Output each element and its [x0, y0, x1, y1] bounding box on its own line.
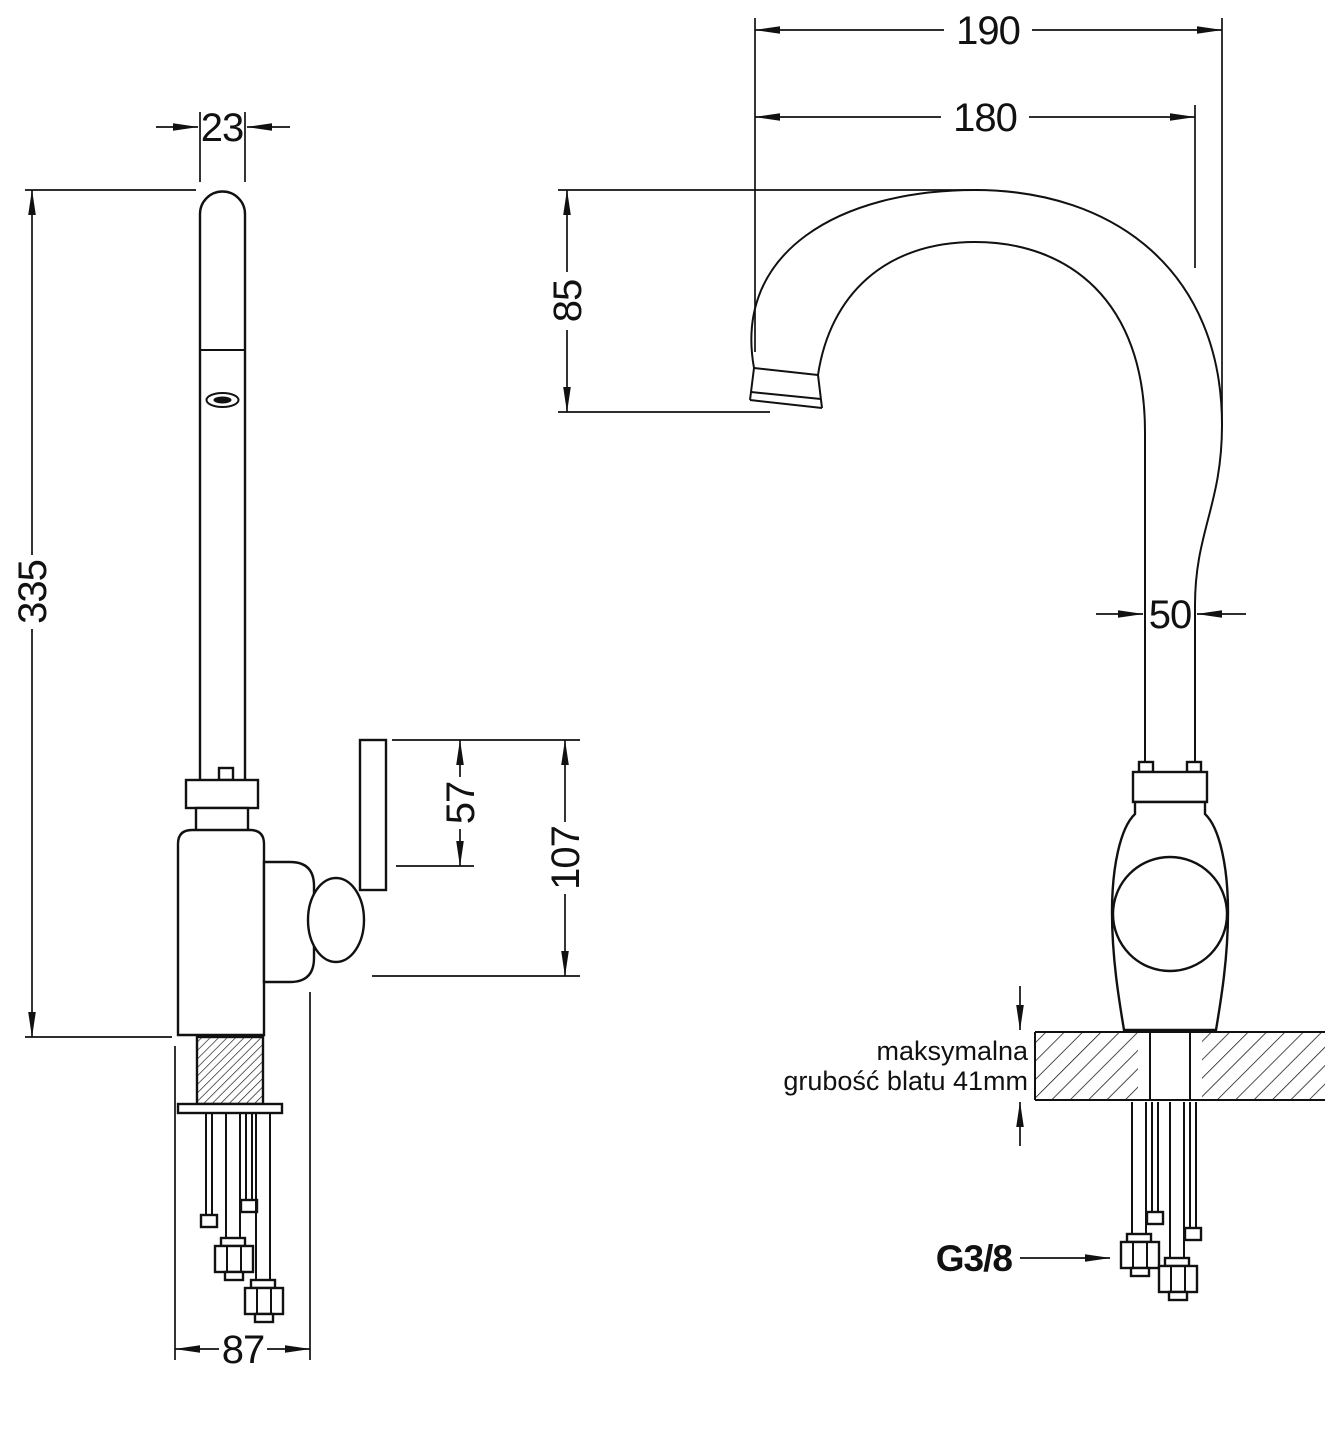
side-handle-housing [262, 860, 316, 984]
countertop: maksymalna grubość blatu 41mm [783, 986, 1325, 1146]
side-spout-pipe [198, 190, 247, 780]
dim-85: 85 [546, 189, 980, 413]
front-collar-tab [1137, 760, 1155, 774]
side-body [176, 766, 316, 1037]
counter-note-line1: maksymalna [876, 1036, 1029, 1066]
side-body-block [176, 828, 266, 1037]
counter-hatch-left [1036, 1033, 1138, 1099]
front-collar-tab [1185, 760, 1203, 774]
side-view: 23 335 87 57 [11, 106, 588, 1372]
dim-50: 50 [1096, 593, 1246, 637]
dim-23-label: 23 [201, 106, 244, 150]
dim-57-label: 57 [439, 782, 483, 825]
side-handle-joint [306, 876, 366, 964]
spout-tip [749, 367, 823, 409]
aerator-outline [205, 392, 240, 408]
dim-335: 335 [11, 189, 196, 1038]
side-collar [184, 778, 260, 810]
hose-tail [223, 1270, 245, 1282]
aerator-icon [213, 396, 232, 404]
dim-50-label: 50 [1149, 593, 1192, 637]
dim-85-label: 85 [546, 280, 590, 323]
dim-23: 23 [156, 106, 290, 182]
counter-hatch-right [1202, 1033, 1325, 1099]
side-mounting [176, 1035, 285, 1324]
hose-hex-nut [1119, 1240, 1161, 1270]
hose-hex-nut [243, 1286, 285, 1316]
hose-hex-nut [213, 1244, 255, 1274]
hose-tail [1129, 1266, 1151, 1278]
front-mounting [1119, 1102, 1203, 1302]
side-handle-lever [358, 738, 388, 892]
dim-180-label: 180 [953, 96, 1017, 140]
dim-87: 87 [174, 992, 311, 1372]
side-spout [198, 190, 247, 780]
front-spout [749, 188, 1224, 772]
stud-nut [1145, 1210, 1165, 1226]
stud-nut [239, 1198, 259, 1214]
dim-190-label: 190 [956, 9, 1020, 53]
counter-note-line2: grubość blatu 41mm [783, 1066, 1028, 1096]
dim-180: 180 [754, 96, 1196, 268]
front-body [1110, 760, 1230, 1032]
front-handle-knob [1111, 855, 1229, 973]
thread-size-label: G3/8 [936, 1238, 1013, 1279]
dim-190: 190 [754, 9, 1223, 428]
stud-nut [1183, 1226, 1203, 1242]
side-collar-tab [217, 766, 235, 782]
dim-57: 57 [392, 739, 580, 867]
stud-nut [199, 1213, 219, 1229]
dim-335-label: 335 [11, 560, 55, 624]
hose-tail [1167, 1290, 1189, 1302]
mounting-flange [176, 1102, 284, 1115]
dim-107-label: 107 [544, 826, 588, 890]
dim-107: 107 [372, 739, 588, 977]
threaded-shank [195, 1035, 265, 1106]
spout-outer-curve [750, 188, 1224, 772]
hose-tail [253, 1312, 275, 1324]
spout-inner-curve [817, 240, 1146, 772]
front-view: maksymalna grubość blatu 41mm [546, 9, 1325, 1302]
thread-size-callout: G3/8 [936, 1238, 1111, 1279]
dim-87-label: 87 [222, 1328, 265, 1372]
hose-hex-nut [1157, 1264, 1199, 1294]
front-collar [1131, 770, 1209, 804]
side-handle [306, 738, 388, 964]
side-neck [194, 806, 250, 834]
